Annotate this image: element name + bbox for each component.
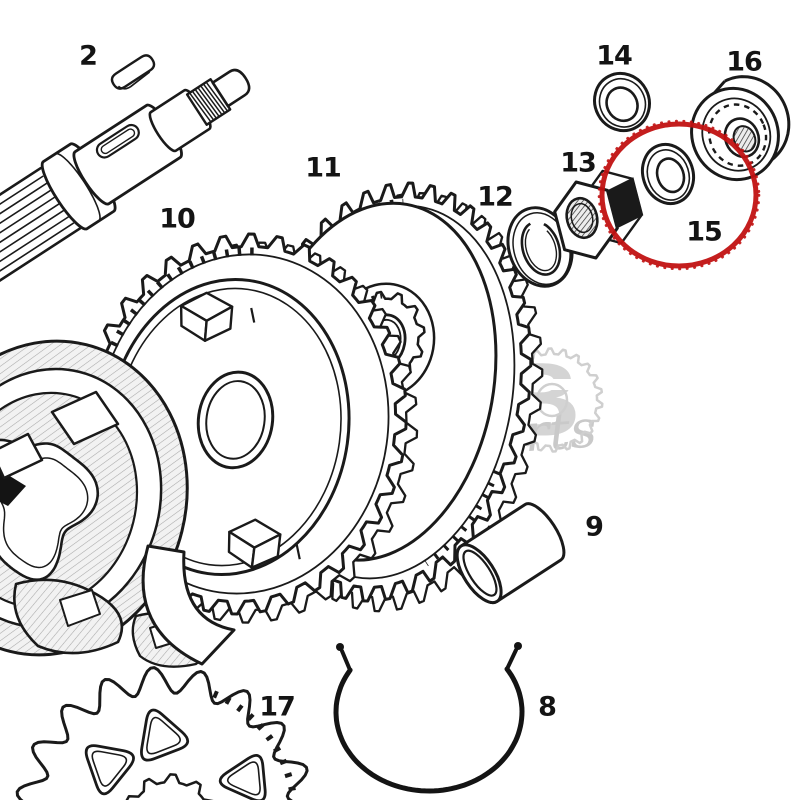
part-label-11: 11 (305, 152, 342, 184)
part-label-2: 2 (79, 40, 98, 72)
input-shaft-drawing (0, 68, 251, 299)
sprocket-17-drawing (15, 666, 309, 800)
woodruff-key-drawing (110, 54, 156, 90)
part-label-16: 16 (726, 46, 763, 78)
part-label-12: 12 (477, 181, 514, 213)
part-label-14: 14 (596, 40, 633, 72)
part-label-8: 8 (538, 691, 557, 723)
part-label-17: 17 (259, 691, 296, 723)
seal-ring-15-drawing (640, 142, 696, 206)
part-label-13: 13 (560, 147, 597, 179)
clutch-drum-drawing (0, 339, 236, 668)
ring-14-drawing (593, 71, 651, 133)
part-label-9: 9 (585, 511, 604, 543)
part-label-15: 15 (686, 216, 723, 248)
bearing-16-drawing (690, 75, 791, 182)
washer-12-drawing (506, 206, 574, 288)
bushing-9-drawing (455, 502, 566, 605)
circlip-8-drawing (333, 642, 525, 794)
part-label-10: 10 (159, 203, 196, 235)
highlight-circle (597, 119, 761, 271)
